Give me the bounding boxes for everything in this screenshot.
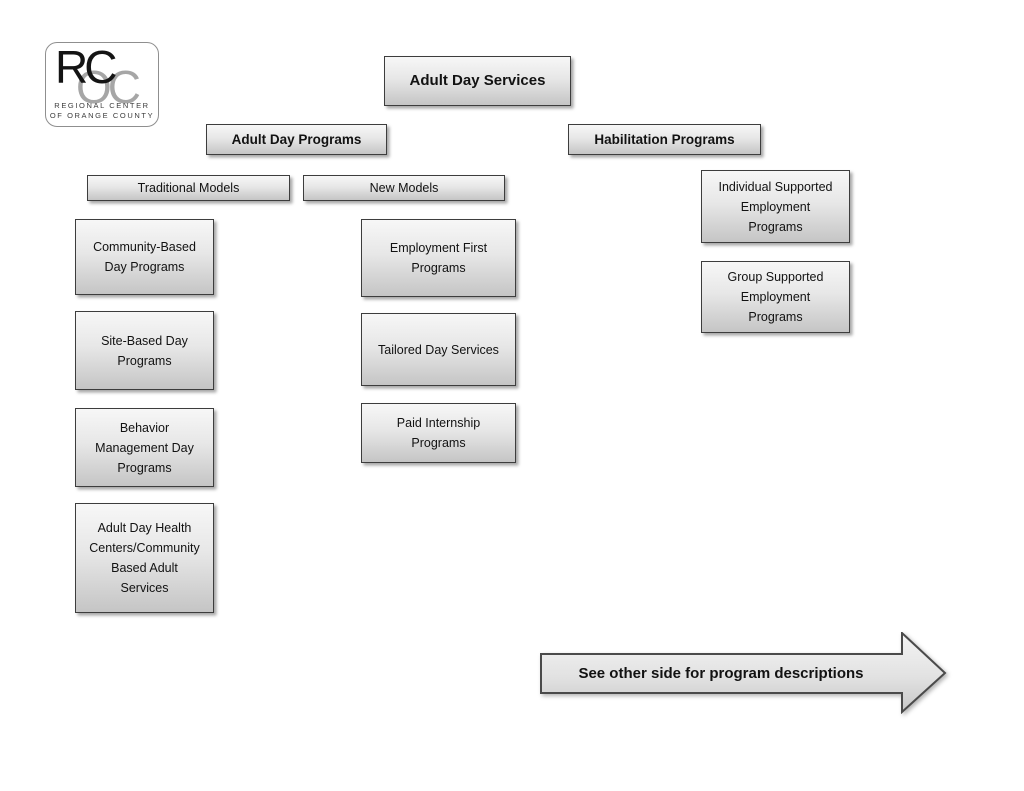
node-adult-day-services-label: Adult Day Services [409, 72, 546, 89]
node-employment-first-programs: Employment First Programs [361, 219, 516, 297]
node-behavior-management-day-programs: Behavior Management Day Programs [75, 408, 214, 487]
logo-oc-letters: OC [76, 61, 141, 113]
node-individual-supported-employment-label: Individual Supported Employment Programs [718, 179, 833, 234]
node-community-based-day-programs: Community-Based Day Programs [75, 219, 214, 295]
node-site-based-day-programs-label: Site-Based Day Programs [101, 333, 188, 368]
node-traditional-models: Traditional Models [87, 175, 290, 201]
node-paid-internship-programs: Paid Internship Programs [361, 403, 516, 463]
right-arrow-icon [540, 632, 947, 714]
logo-rc-letters: RC [55, 41, 117, 93]
node-traditional-models-label: Traditional Models [137, 181, 240, 195]
logo-caption-line1: REGIONAL CENTER [54, 101, 150, 110]
rcoc-logo: OC RC REGIONAL CENTER OF ORANGE COUNTY [45, 42, 159, 127]
node-adult-day-programs: Adult Day Programs [206, 124, 387, 155]
node-habilitation-programs-label: Habilitation Programs [594, 131, 735, 147]
node-habilitation-programs: Habilitation Programs [568, 124, 761, 155]
node-tailored-day-services: Tailored Day Services [361, 313, 516, 386]
node-new-models: New Models [303, 175, 505, 201]
node-employment-first-programs-label: Employment First Programs [389, 241, 488, 275]
node-tailored-day-services-label: Tailored Day Services [378, 342, 499, 357]
see-other-side-arrow: See other side for program descriptions [540, 632, 947, 714]
logo-caption-line2: OF ORANGE COUNTY [49, 110, 155, 120]
node-group-supported-employment-label: Group Supported Employment Programs [727, 270, 824, 324]
node-paid-internship-programs-label: Paid Internship Programs [396, 416, 481, 450]
node-adult-day-health-centers-label: Adult Day Health Centers/Community Based… [89, 521, 200, 595]
node-adult-day-services: Adult Day Services [384, 56, 571, 106]
node-adult-day-health-centers: Adult Day Health Centers/Community Based… [75, 503, 214, 613]
node-community-based-day-programs-label: Community-Based Day Programs [93, 240, 196, 274]
node-adult-day-programs-label: Adult Day Programs [231, 131, 362, 147]
node-site-based-day-programs: Site-Based Day Programs [75, 311, 214, 390]
node-individual-supported-employment: Individual Supported Employment Programs [701, 170, 850, 243]
logo-caption: REGIONAL CENTER OF ORANGE COUNTY [46, 101, 158, 120]
arrow-note-label: See other side for program descriptions [578, 665, 864, 682]
node-behavior-management-day-programs-label: Behavior Management Day Programs [95, 420, 194, 475]
node-new-models-label: New Models [369, 181, 439, 195]
node-group-supported-employment: Group Supported Employment Programs [701, 261, 850, 333]
